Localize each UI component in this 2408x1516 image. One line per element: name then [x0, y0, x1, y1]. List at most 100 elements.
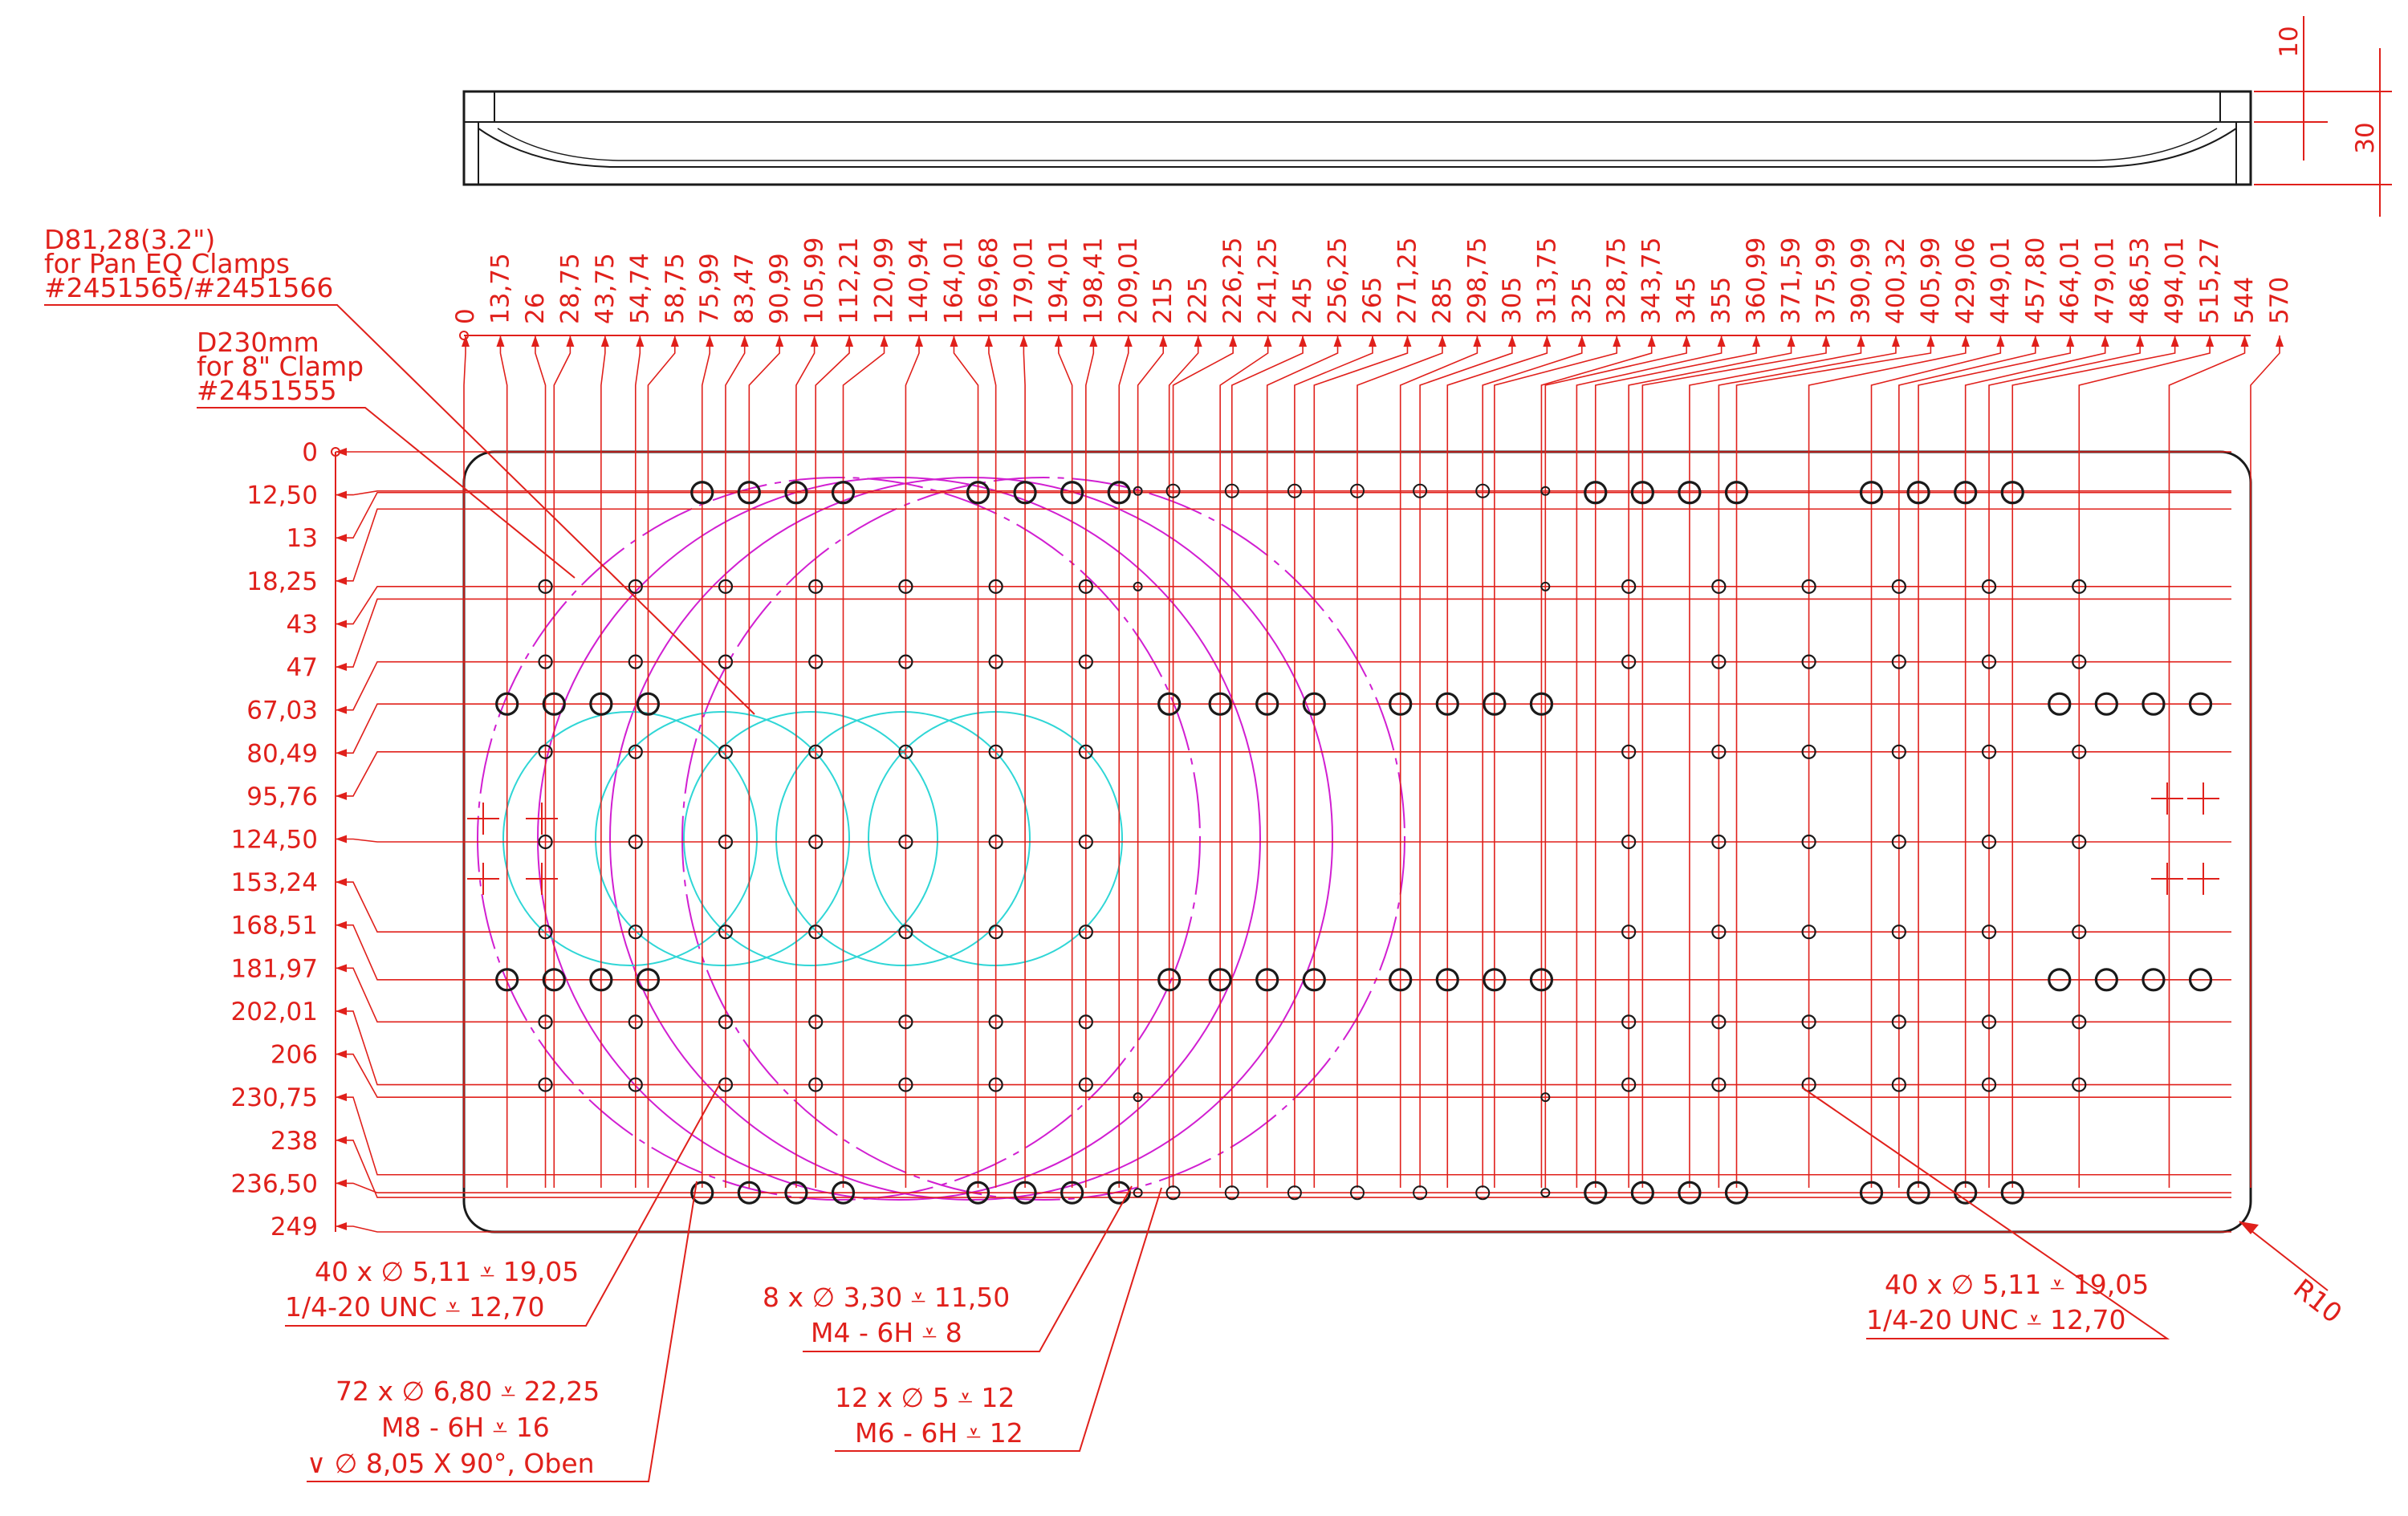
- x-dim-label: 140,94: [905, 238, 934, 324]
- hole: [1107, 1181, 1131, 1205]
- note-holes-m6-line-2: M6 - 6H ⩡ 12: [855, 1417, 1023, 1449]
- x-dim-line: [1058, 335, 1073, 1188]
- x-dim-arrow: [496, 335, 505, 347]
- x-dim-line: [1172, 335, 1234, 1188]
- y-dim-label: 202,01: [231, 998, 318, 1026]
- hole: [1711, 654, 1727, 669]
- x-dim-arrow: [2101, 335, 2109, 347]
- hole: [1133, 1188, 1143, 1198]
- x-dim-line: [1540, 335, 1653, 1188]
- y-dim-label: 95,76: [246, 782, 318, 811]
- hole: [589, 968, 613, 992]
- x-dim-arrow: [531, 335, 539, 347]
- hole: [538, 579, 553, 594]
- y-dim-arrow: [336, 1006, 347, 1015]
- hole: [1302, 968, 1326, 992]
- y-dim-arrow: [336, 1222, 347, 1230]
- x-dim-label: 313,75: [1532, 238, 1561, 324]
- hole: [1584, 1181, 1608, 1205]
- y-dim-label: 0: [302, 438, 318, 467]
- y-dim-arrow: [336, 835, 347, 843]
- hole: [690, 1181, 714, 1205]
- x-dim-line: [1808, 335, 1967, 1188]
- hole: [1981, 744, 1997, 759]
- note-holes-m8: 72 x ∅ 6,80 ⩡ 22,25 M8 - 6H ⩡ 16 ∨ ∅ 8,0…: [307, 1181, 698, 1482]
- note-holes-m8-line-1: 72 x ∅ 6,80 ⩡ 22,25: [336, 1376, 600, 1407]
- y-dim-label: 47: [287, 653, 318, 682]
- hole: [1630, 1181, 1654, 1205]
- y-dim-label: 249: [270, 1213, 318, 1242]
- x-dim-line: [1735, 335, 1932, 1188]
- clamp-circle-small-2: [595, 711, 850, 966]
- x-dim-arrow: [1926, 335, 1935, 347]
- side-dimensions: 10 30: [2254, 16, 2392, 217]
- x-dim-label: 215: [1149, 277, 1178, 324]
- x-dim-line: [499, 335, 508, 1188]
- y-dim-arrow: [336, 534, 347, 543]
- x-dim-line: [1641, 335, 1827, 1188]
- x-dim-arrow: [1473, 335, 1482, 347]
- x-dim-line: [1918, 335, 2072, 1188]
- x-dim-line: [1544, 335, 1687, 1188]
- x-dim-line: [1446, 335, 1548, 1188]
- hole: [1891, 654, 1906, 669]
- hole: [1540, 1188, 1551, 1198]
- x-dim-label: 429,06: [1951, 238, 1980, 324]
- hole: [1711, 1014, 1727, 1030]
- x-dim-label: 105,99: [800, 238, 829, 324]
- x-dim-arrow: [915, 335, 923, 347]
- hole: [1302, 692, 1326, 716]
- x-dim-label: 265: [1358, 277, 1387, 324]
- hole: [898, 1014, 913, 1030]
- y-dim-arrow: [336, 749, 347, 758]
- hole: [1013, 1181, 1037, 1205]
- hole: [1224, 1185, 1239, 1201]
- x-dim-label: 479,01: [2091, 238, 2120, 324]
- hole: [718, 744, 734, 759]
- x-dim-line: [1628, 335, 1792, 1188]
- hole: [1413, 1185, 1428, 1201]
- y-dimension-labels: 012,501318,25434767,0380,4995,76124,5015…: [231, 438, 318, 1242]
- hole: [542, 968, 566, 992]
- y-dim-label: 230,75: [231, 1083, 318, 1112]
- x-dim-label: 83,47: [730, 253, 759, 324]
- hole: [1859, 1181, 1884, 1205]
- x-dim-line: [725, 335, 746, 1188]
- hole: [690, 481, 714, 505]
- note-holes-m4-line-1: 8 x ∅ 3,30 ⩡ 11,50: [763, 1282, 1010, 1313]
- hole: [1859, 481, 1884, 505]
- hole: [1287, 1185, 1302, 1201]
- hole: [831, 1181, 856, 1205]
- side-dim-30: 30: [2351, 122, 2380, 153]
- y-dim-line: [336, 703, 2231, 754]
- x-dim-label: 13,75: [486, 253, 515, 324]
- x-dim-label: 58,75: [661, 253, 689, 324]
- hole: [2048, 968, 2072, 992]
- hole: [2072, 579, 2087, 594]
- hole: [718, 834, 734, 850]
- x-dim-line: [1898, 335, 2036, 1188]
- note-holes-m4-line-2: M4 - 6H ⩡ 8: [811, 1317, 962, 1348]
- hole: [2072, 1077, 2087, 1092]
- x-dim-label: 464,01: [2056, 238, 2085, 324]
- hole: [1540, 486, 1551, 496]
- hole: [1891, 1077, 1906, 1092]
- x-dim-label: 241,25: [1254, 238, 1283, 324]
- hole: [1584, 481, 1608, 505]
- x-dim-label: 198,41: [1079, 238, 1108, 324]
- hole: [808, 579, 824, 594]
- hole: [1621, 1014, 1637, 1030]
- x-dim-line: [1494, 335, 1618, 1188]
- y-dim-arrow: [336, 576, 347, 585]
- x-dim-label: 305: [1498, 277, 1527, 324]
- x-dim-line: [1594, 335, 1757, 1188]
- hole: [898, 834, 913, 850]
- hole: [1621, 654, 1637, 669]
- hole: [1678, 1181, 1702, 1205]
- x-dim-arrow: [1299, 335, 1308, 347]
- x-dim-arrow: [1891, 335, 1900, 347]
- hole: [718, 1014, 734, 1030]
- x-dim-label: 390,99: [1846, 238, 1875, 324]
- hole: [808, 834, 824, 850]
- hole: [1475, 483, 1491, 498]
